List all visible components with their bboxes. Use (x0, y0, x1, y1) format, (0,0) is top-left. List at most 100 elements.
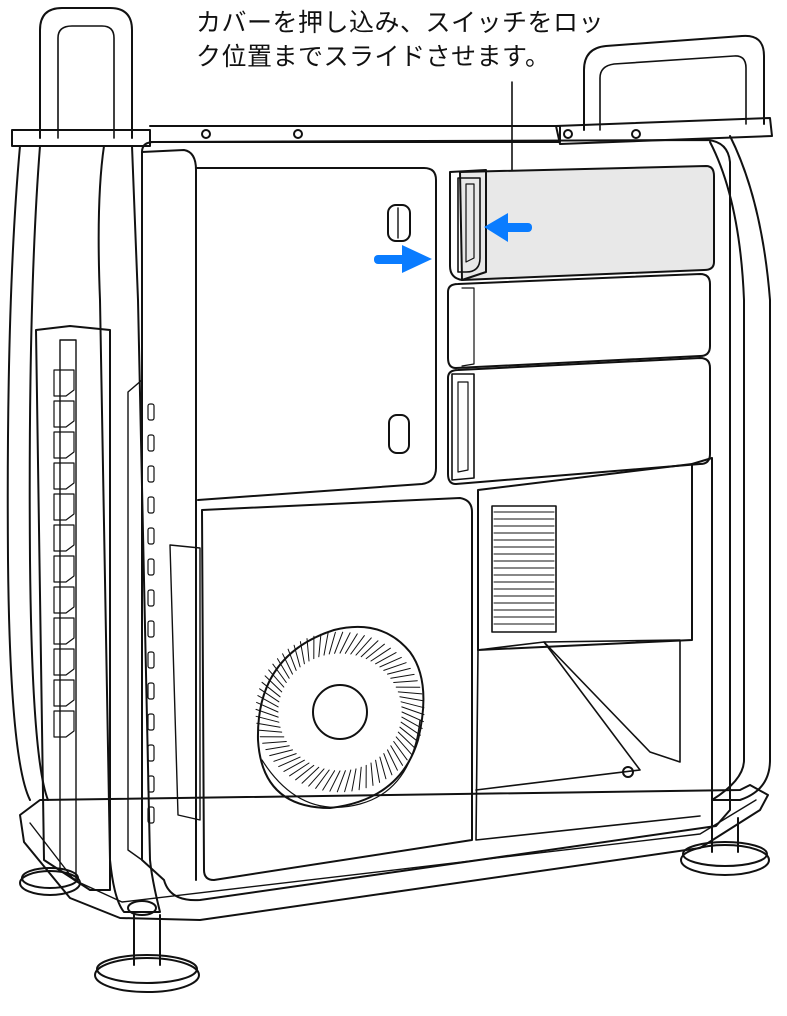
fan (255, 625, 425, 809)
arrow-left-icon (484, 213, 532, 242)
callout-text: カバーを押し込み、スイッチをロッ ク位置までスライドさせます。 (196, 6, 616, 74)
fan-blade (344, 769, 352, 793)
fan-blade (282, 653, 293, 675)
fan-blade (334, 631, 344, 654)
side-slot (147, 682, 155, 700)
fan-blade (397, 731, 416, 749)
side-slots (147, 403, 155, 824)
foot-front-left (94, 914, 200, 993)
side-slot (147, 496, 155, 514)
fan-blade (401, 711, 424, 723)
fan-blade (329, 770, 341, 792)
pcie-lever (53, 462, 75, 490)
pcie-lever (53, 586, 75, 614)
left-front-leg (97, 145, 161, 913)
fan-blade (360, 640, 379, 658)
fan-blade (272, 663, 287, 683)
side-slot (147, 558, 155, 576)
fan-blade (261, 681, 281, 698)
fan-blade (257, 695, 279, 708)
fan-blade (283, 759, 305, 772)
left-frame-outer (11, 129, 151, 147)
pcie-lever-column (53, 369, 75, 738)
fan-blade (355, 637, 372, 656)
drive-bay-3 (447, 357, 711, 485)
fan-blade (383, 662, 407, 671)
side-vent-strip (35, 325, 111, 891)
pcie-lever (53, 493, 75, 521)
drive-bay-1-highlight (459, 165, 715, 281)
vent-grille (491, 505, 557, 633)
fan-blade (299, 641, 305, 665)
fan-blade (268, 669, 285, 688)
left-handle (39, 7, 133, 139)
fan-blade (257, 729, 283, 733)
pcie-lever (53, 524, 75, 552)
fan-blade (306, 638, 310, 662)
side-slot (147, 806, 155, 824)
fan-blade (400, 721, 421, 736)
fan-blade (259, 688, 280, 703)
side-slot (147, 465, 155, 483)
side-slot (147, 620, 155, 638)
foot-right (680, 817, 770, 876)
fan-blade (277, 658, 290, 679)
right-front-leg (709, 135, 771, 801)
fan-blade (387, 667, 411, 675)
fan-blade (255, 715, 280, 723)
fan-blade (383, 753, 393, 776)
fan-blade (255, 708, 279, 718)
fan-blade (387, 749, 398, 771)
fan-blade (322, 770, 336, 791)
callout-line-2: ク位置までスライドさせます。 (196, 42, 551, 71)
memory-latch-bottom (388, 414, 410, 454)
fan-blade (336, 770, 346, 793)
fan-blade (289, 762, 310, 777)
fan-blade (256, 701, 279, 713)
fan-blade (401, 716, 423, 729)
fan-blade (315, 769, 330, 789)
memory-latch-top (387, 204, 411, 242)
fan-blade (399, 696, 424, 702)
pcie-lever (53, 648, 75, 676)
fan-blade (358, 766, 362, 791)
fan-blade (287, 648, 297, 671)
drive-bay-1-switch (457, 177, 481, 273)
fan-blade (339, 632, 351, 654)
fan-panel (201, 497, 473, 881)
pcie-lever (53, 555, 75, 583)
fan-blade (375, 759, 381, 783)
fan-blade (400, 701, 425, 709)
drive-bay-2 (447, 273, 711, 369)
arrow-right-icon (374, 245, 432, 273)
fan-blade (278, 756, 301, 768)
right-handle (583, 34, 765, 131)
side-slot (147, 713, 155, 731)
fan-blade (293, 644, 301, 668)
chassis-outline (141, 139, 731, 902)
base-plate (19, 784, 769, 921)
callout-line-1: カバーを押し込み、スイッチをロッ (196, 8, 605, 37)
memory-cover (195, 167, 437, 501)
fan-blade (370, 762, 374, 786)
pcie-lever (53, 400, 75, 428)
fan-blade (269, 749, 293, 757)
fan-blade (395, 736, 412, 755)
fan-blade (262, 741, 287, 744)
side-slot (147, 651, 155, 669)
fan-blade (301, 766, 320, 784)
fan-blade (323, 632, 329, 656)
side-slot (147, 434, 155, 452)
side-slot (147, 589, 155, 607)
fan-blade (393, 680, 418, 683)
fan-blade (273, 753, 297, 762)
fan-blade (350, 635, 365, 655)
fan-blade (379, 756, 387, 780)
pcie-lever (53, 679, 75, 707)
fan-blade (256, 722, 281, 728)
pcie-lever (53, 431, 75, 459)
side-slot (147, 403, 155, 421)
side-slot (147, 527, 155, 545)
fan-blade (295, 764, 315, 781)
